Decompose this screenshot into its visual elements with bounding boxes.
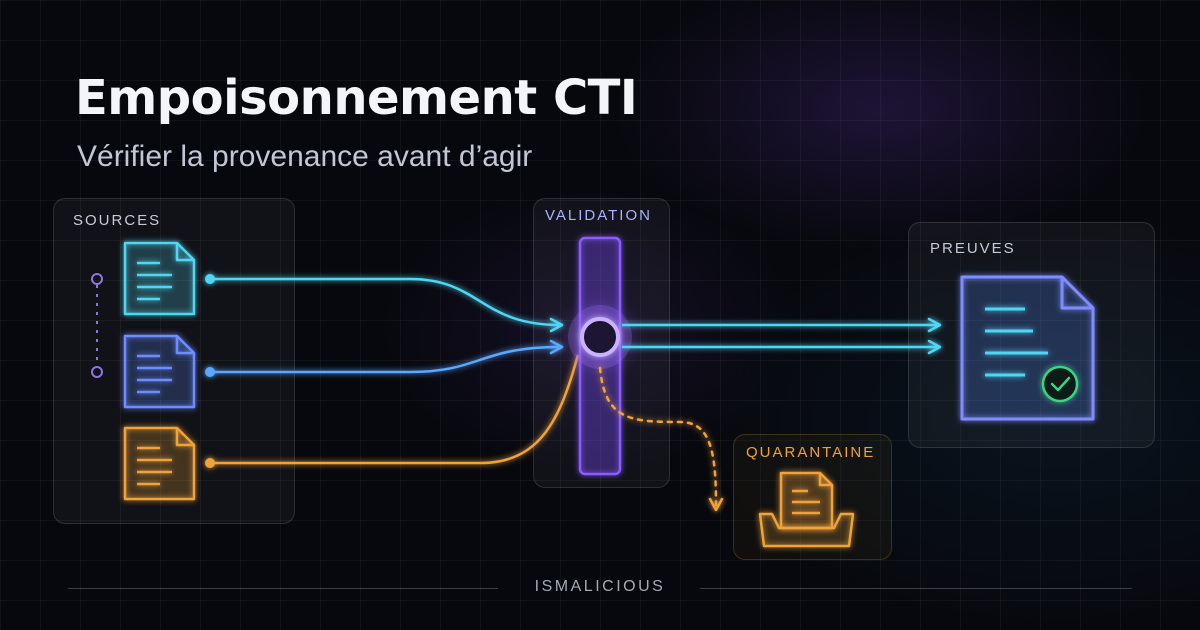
source-document-3-icon: [123, 426, 196, 501]
page-title: Empoisonnement CTI: [75, 70, 638, 126]
flow-line-source-2: [205, 339, 564, 377]
validation-gate: [568, 236, 632, 476]
source-document-1-icon: [123, 241, 196, 316]
flow-line-source-3: [205, 354, 580, 468]
flow-line-source-1: [205, 274, 564, 333]
footer-divider-left: [68, 588, 498, 589]
source-document-2-icon: [123, 334, 196, 409]
validation-label: VALIDATION: [545, 207, 652, 224]
footer-brand: ISMALICIOUS: [534, 578, 666, 595]
preuves-label: PREUVES: [930, 240, 1016, 257]
sources-label: SOURCES: [73, 212, 162, 229]
page-subtitle: Vérifier la provenance avant d’agir: [77, 140, 533, 173]
footer-divider-right: [700, 588, 1132, 589]
inbox-tray-icon: [758, 512, 855, 548]
flow-line-output-2: [622, 339, 942, 355]
check-circle-icon: [1041, 365, 1079, 403]
quarantine-document-icon: [779, 471, 834, 530]
quarantine-flow-line: [598, 366, 724, 512]
quarantine-label: QUARANTAINE: [746, 444, 876, 461]
source-link-connector: [91, 273, 103, 378]
validation-node-icon: [580, 317, 620, 357]
flow-line-output-1: [622, 317, 942, 333]
evidence-document-icon: [960, 275, 1095, 421]
